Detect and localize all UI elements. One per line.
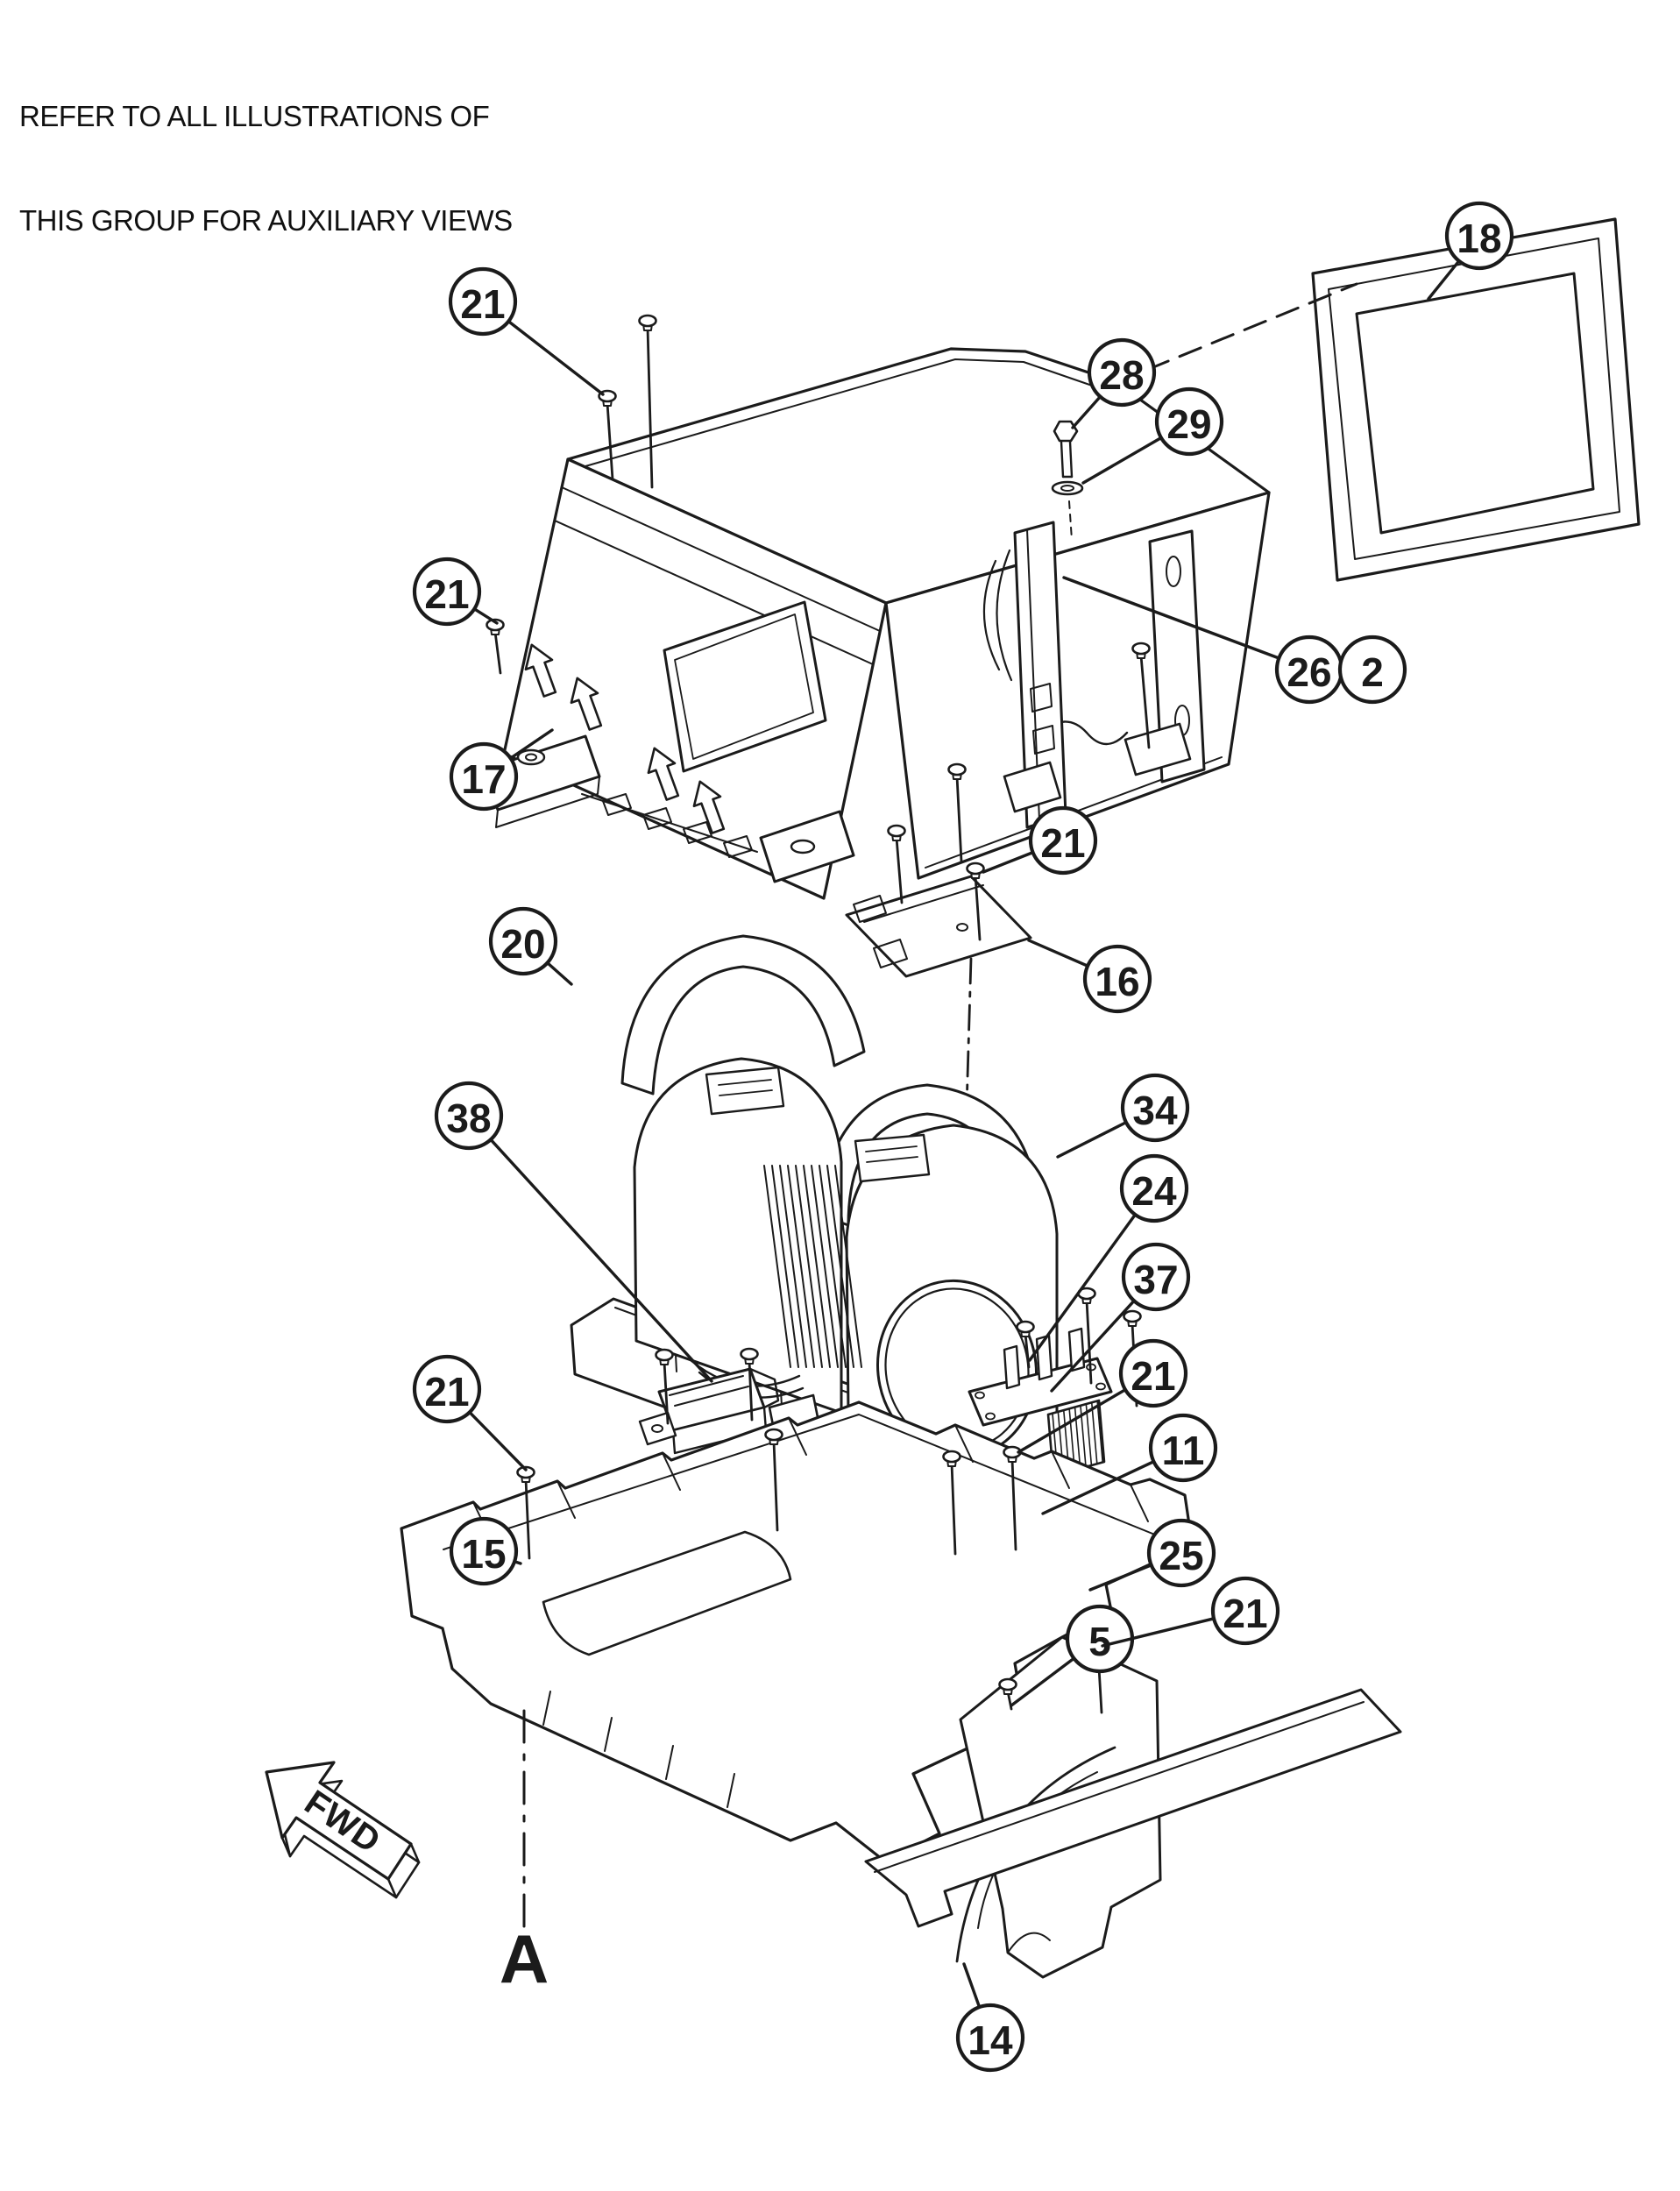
callout-number: 21	[424, 571, 469, 617]
callout-14[interactable]: 14	[955, 1962, 1025, 2073]
callout-circle[interactable]	[1120, 1073, 1190, 1143]
callout-circle[interactable]	[448, 266, 518, 337]
callout-18[interactable]: 18	[1427, 201, 1514, 301]
callout-number: 21	[1223, 1591, 1267, 1636]
callout-circle[interactable]	[1146, 1518, 1216, 1588]
callout-circle[interactable]	[434, 1081, 504, 1151]
callout-number: 29	[1166, 401, 1211, 447]
callout-25[interactable]: 25	[1088, 1518, 1216, 1592]
callout-number: 21	[460, 281, 505, 327]
callout-21[interactable]: 21	[1101, 1576, 1280, 1648]
callout-number: 26	[1287, 649, 1331, 695]
callout-28[interactable]: 28	[1071, 337, 1157, 429]
callout-number: 21	[424, 1369, 469, 1415]
callout-circle[interactable]	[1119, 1153, 1189, 1223]
parts-artwork	[400, 217, 1641, 1979]
callout-number: 21	[1131, 1353, 1175, 1399]
callout-29[interactable]: 29	[1081, 386, 1224, 485]
airflow-arrow-icon	[524, 643, 557, 698]
callout-number: 21	[1040, 820, 1085, 866]
callout-number: 17	[461, 756, 506, 802]
callout-number: 25	[1159, 1533, 1203, 1578]
callout-21[interactable]: 21	[1017, 1338, 1188, 1454]
airflow-arrow-icon	[692, 780, 726, 834]
callout-number: 28	[1099, 352, 1144, 398]
callout-number: 20	[500, 921, 545, 967]
callout-34[interactable]: 34	[1056, 1073, 1190, 1159]
callout-circle[interactable]	[488, 906, 558, 976]
callout-circle[interactable]	[1444, 201, 1514, 271]
callout-circle[interactable]	[1210, 1576, 1280, 1646]
callout-37[interactable]: 37	[1050, 1242, 1191, 1393]
callout-number: 5	[1088, 1619, 1111, 1664]
callout-number: 38	[446, 1096, 491, 1141]
callout-circle[interactable]	[412, 1354, 482, 1424]
callout-circle[interactable]	[1028, 805, 1098, 876]
callout-number: 2	[1361, 649, 1384, 695]
callout-number: 14	[968, 2017, 1013, 2063]
callout-38[interactable]: 38	[434, 1081, 713, 1383]
callout-circle[interactable]	[1154, 386, 1224, 457]
callout-21[interactable]: 21	[412, 1354, 528, 1471]
callout-circle[interactable]	[449, 741, 519, 812]
callout-21[interactable]: 21	[982, 805, 1098, 876]
callouts: 21 18 28 29 21 26 2 17 21 16 20 34 24 37 38 21 21 11 15 25 5…	[412, 201, 1514, 2073]
callout-number: 37	[1133, 1257, 1178, 1302]
callout-number: 11	[1162, 1428, 1205, 1473]
callout-number: 16	[1095, 959, 1139, 1004]
callout-circle[interactable]	[955, 2003, 1025, 2073]
callout-number: 34	[1132, 1088, 1178, 1133]
callout-number: 15	[461, 1531, 506, 1577]
callout-circle[interactable]	[1121, 1242, 1191, 1312]
callout-21[interactable]: 21	[448, 266, 605, 396]
callout-circle[interactable]	[1087, 337, 1157, 408]
callout-17[interactable]: 17	[449, 728, 554, 812]
callout-2[interactable]: 2	[1337, 635, 1407, 705]
callout-circle[interactable]	[1148, 1413, 1218, 1483]
fwd-arrow-icon: FWD	[265, 1761, 421, 1899]
note-line-2: THIS GROUP FOR AUXILIARY VIEWS	[19, 203, 513, 237]
callout-26[interactable]: 26	[1062, 576, 1344, 705]
callout-5[interactable]: 5	[1010, 1604, 1135, 1707]
airflow-arrow-icon	[647, 747, 680, 801]
callout-21[interactable]: 21	[412, 557, 499, 627]
callout-16[interactable]: 16	[1027, 939, 1152, 1014]
callout-number: 24	[1131, 1168, 1177, 1214]
callout-circle[interactable]	[449, 1516, 519, 1586]
airflow-arrow-icon	[570, 677, 603, 731]
callout-number: 18	[1457, 216, 1501, 261]
section-marker-label: A	[500, 1920, 549, 1997]
callout-circle[interactable]	[1082, 944, 1152, 1014]
callout-15[interactable]: 15	[449, 1516, 522, 1586]
callout-24[interactable]: 24	[1028, 1153, 1189, 1362]
callout-circle[interactable]	[1337, 635, 1407, 705]
callout-20[interactable]: 20	[488, 906, 573, 986]
auxiliary-views-note: REFER TO ALL ILLUSTRATIONS OF THIS GROUP…	[19, 30, 513, 308]
callout-circle[interactable]	[412, 557, 482, 627]
callout-circle[interactable]	[1118, 1338, 1188, 1408]
callout-11[interactable]: 11	[1041, 1413, 1218, 1515]
note-line-1: REFER TO ALL ILLUSTRATIONS OF	[19, 100, 490, 133]
